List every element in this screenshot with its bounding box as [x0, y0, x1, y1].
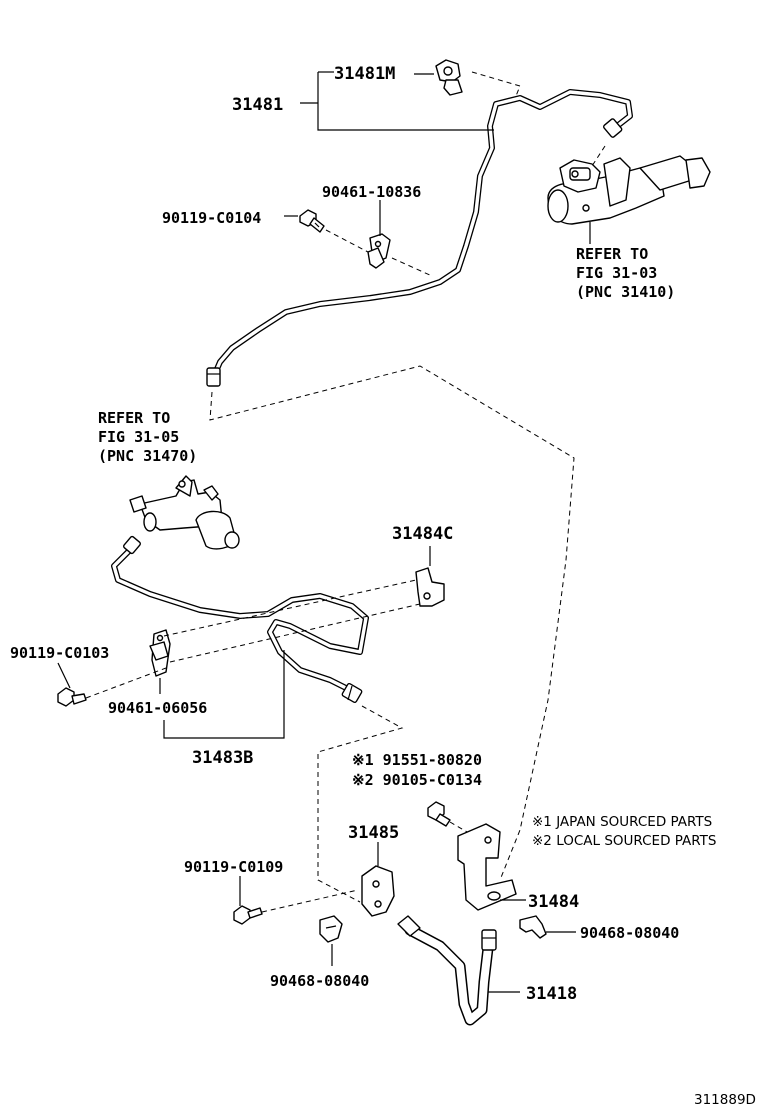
clip-90468-08040-left[interactable] — [319, 915, 343, 943]
clamp-90461-06056[interactable] — [149, 629, 171, 677]
bracket-31485[interactable] — [361, 865, 395, 917]
refer-fig-31-03-line2[interactable]: FIG 31-03 — [576, 264, 657, 282]
bracket-31484C[interactable] — [415, 567, 445, 607]
bolt-90119-C0109[interactable] — [233, 905, 263, 925]
refer-fig-31-05-line3: (PNC 31470) — [98, 447, 197, 465]
bolt-90119-C0104[interactable] — [299, 209, 325, 233]
label-90468-08040-right: 90468-08040 — [580, 924, 679, 942]
bolt-90119-C0103[interactable] — [57, 687, 87, 707]
flexible-hose-31418[interactable] — [397, 915, 497, 1026]
bracket-31484[interactable] — [457, 823, 517, 911]
label-90119-C0109: 90119-C0109 — [184, 858, 283, 876]
clutch-pipe-31483B[interactable] — [111, 535, 369, 704]
refer-fig-31-03-line1: REFER TO — [576, 245, 648, 263]
label-31485: 31485 — [348, 823, 399, 843]
label-31484: 31484 — [528, 892, 579, 912]
label-90468-08040-left: 90468-08040 — [270, 972, 369, 990]
label-90461-10836: 90461-10836 — [322, 183, 421, 201]
bolt-91551-80820[interactable] — [427, 801, 451, 827]
clamp-90461-10836[interactable] — [367, 233, 391, 269]
clip-90468-08040-right[interactable] — [519, 915, 547, 939]
grommet-31481M[interactable] — [435, 59, 463, 96]
clutch-master-cylinder[interactable] — [547, 155, 711, 225]
label-31481: 31481 — [232, 95, 283, 115]
label-90119-C0104: 90119-C0104 — [162, 209, 261, 227]
label-90119-C0103: 90119-C0103 — [10, 644, 109, 662]
label-31483B: 31483B — [192, 748, 253, 768]
label-31418: 31418 — [526, 984, 577, 1004]
refer-fig-31-05-line1: REFER TO — [98, 409, 170, 427]
label-31484C: 31484C — [392, 524, 453, 544]
label-91551-80820: ※1 91551-80820 — [352, 751, 482, 769]
label-90105-C0134: ※2 90105-C0134 — [352, 771, 482, 789]
clutch-release-cylinder[interactable] — [129, 475, 240, 550]
refer-fig-31-05-line2[interactable]: FIG 31-05 — [98, 428, 179, 446]
note-local-sourced: ※2 LOCAL SOURCED PARTS — [532, 833, 717, 849]
clutch-pipe-31481[interactable] — [206, 89, 633, 387]
refer-fig-31-03-line3: (PNC 31410) — [576, 283, 675, 301]
note-japan-sourced: ※1 JAPAN SOURCED PARTS — [532, 814, 712, 830]
label-90461-06056: 90461-06056 — [108, 699, 207, 717]
diagram-id: 311889D — [694, 1092, 756, 1108]
label-31481M: 31481M — [334, 64, 395, 84]
